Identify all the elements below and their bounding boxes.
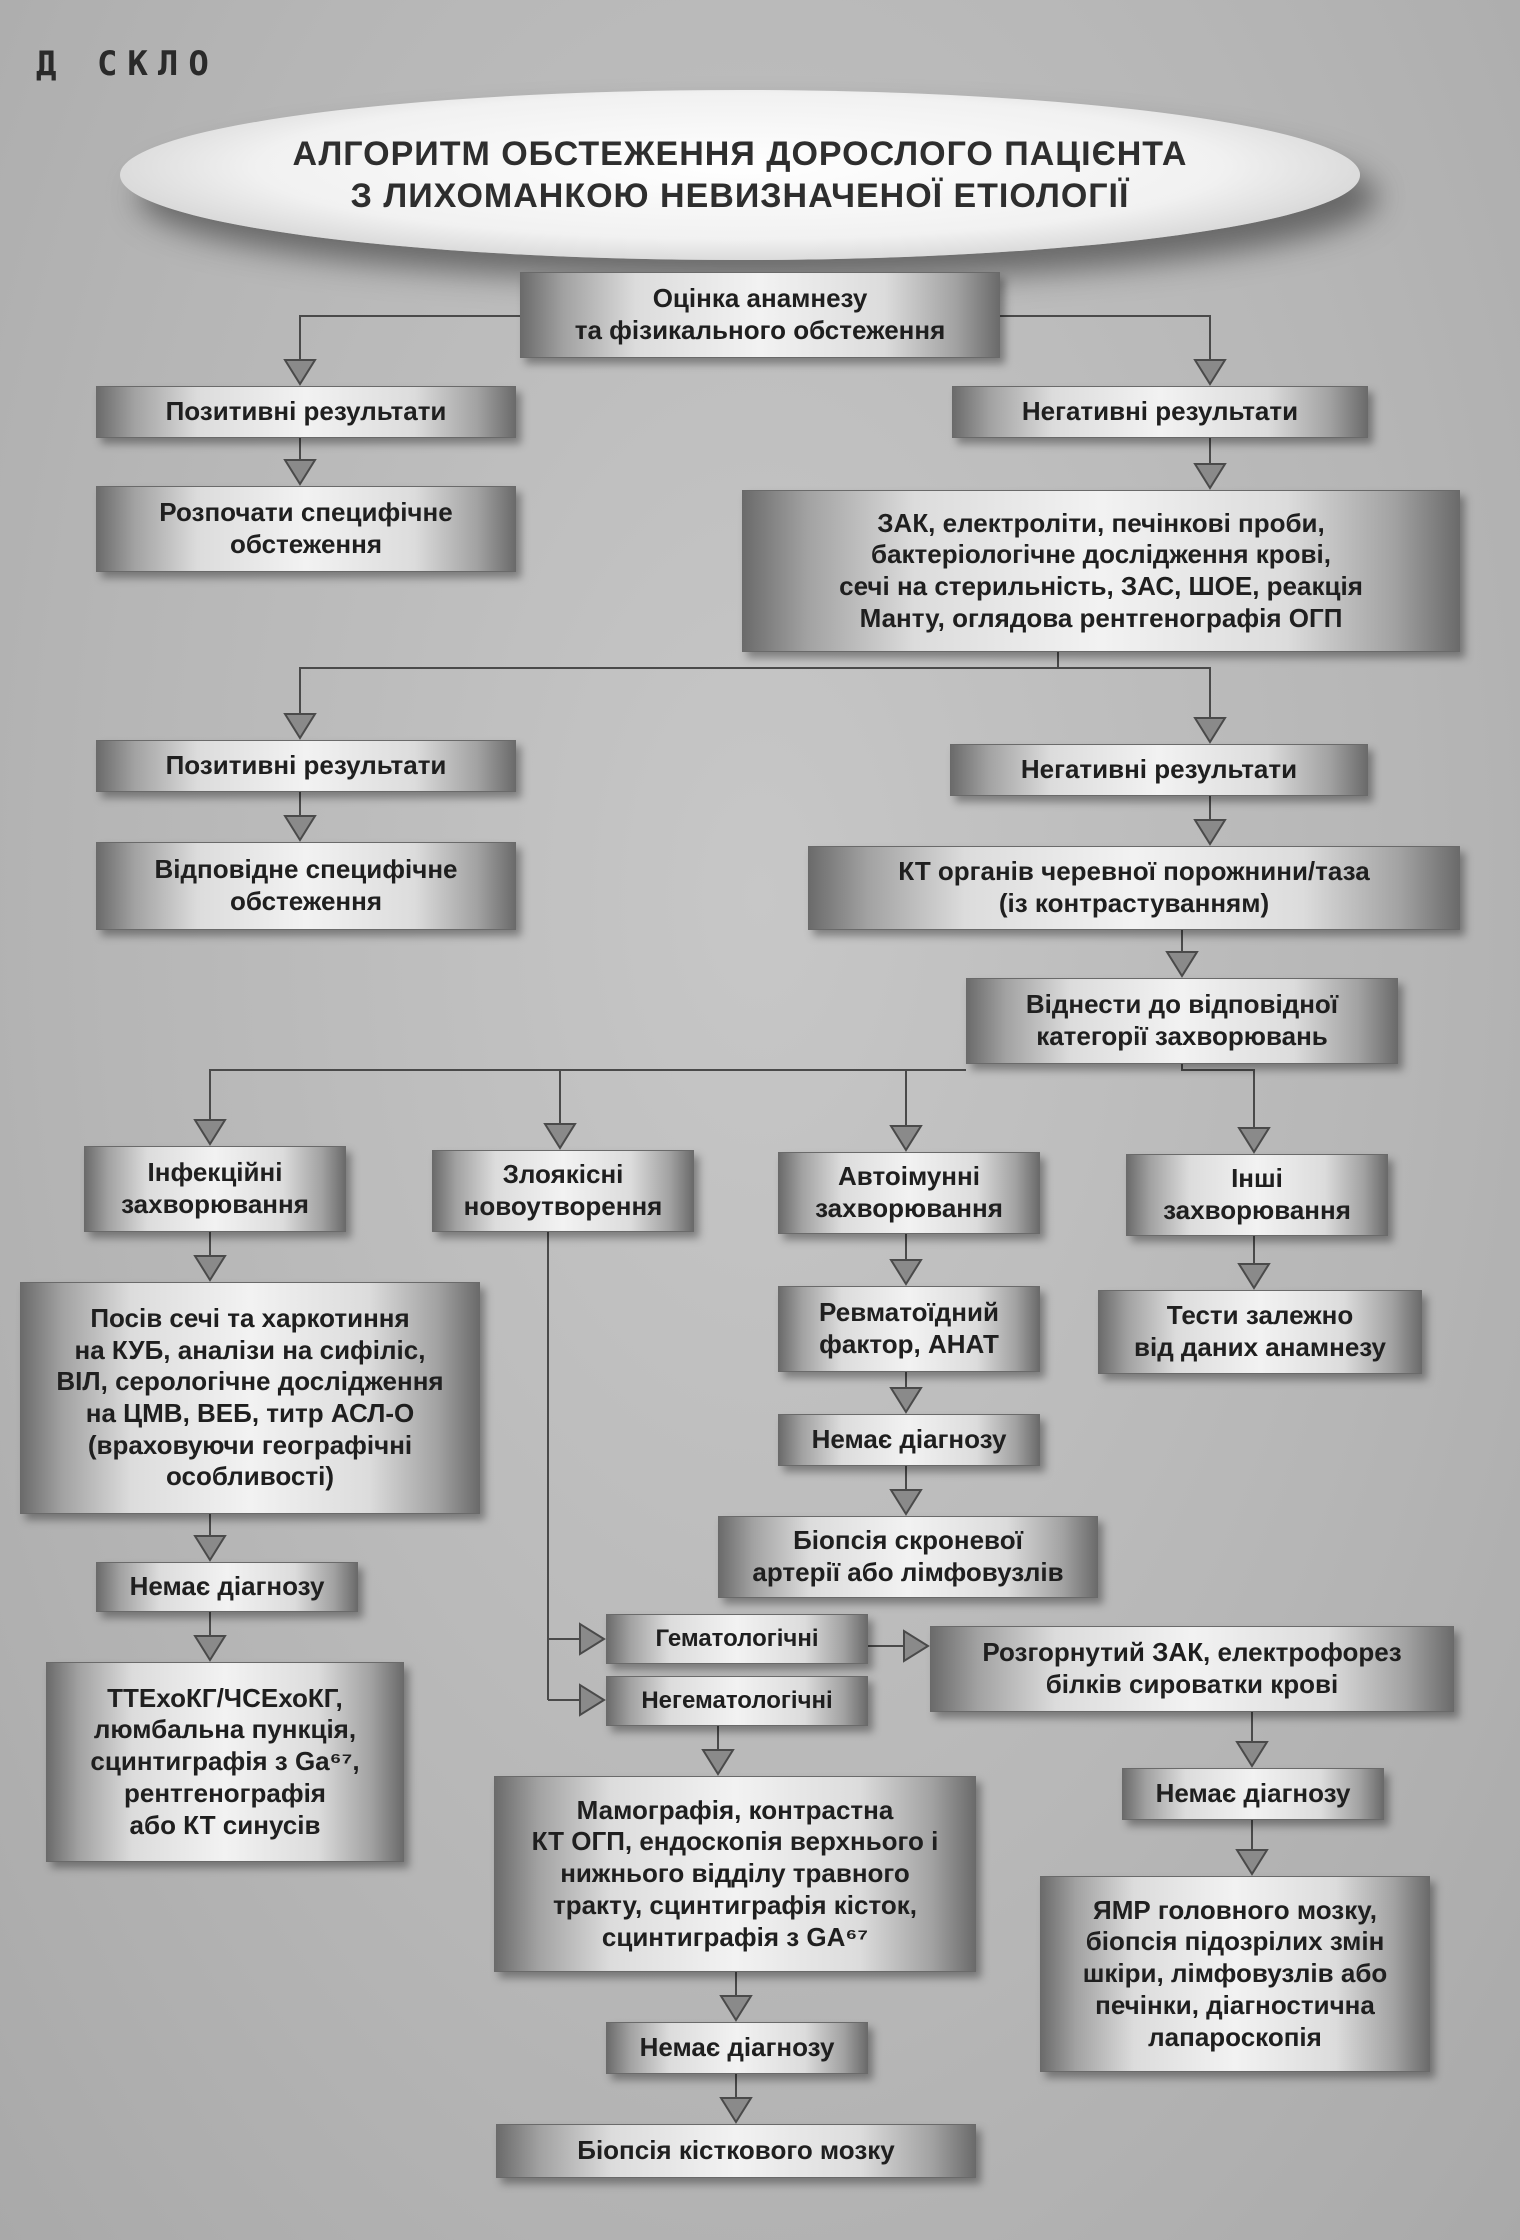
node-no-diagnosis-oncologic: Немає діагнозу <box>606 2022 868 2074</box>
arrowhead-10 <box>283 713 317 740</box>
header-label: Д СКЛО <box>36 44 219 84</box>
node-bone-marrow-biopsy: Біопсія кісткового мозку <box>496 2124 976 2178</box>
node-negative-results-1: Негативні результати <box>952 386 1368 438</box>
node-temporal-artery-biopsy: Біопсія скроневої артерії або лімфовузлі… <box>718 1516 1098 1598</box>
node-non-hematologic: Негематологічні <box>606 1676 868 1726</box>
arrowhead-51 <box>1235 1741 1269 1768</box>
node-positive-results-2: Позитивні результати <box>96 740 516 792</box>
node-infection-tests: Посів сечі та харкотиння на КУБ, аналізи… <box>20 1282 480 1514</box>
node-negative-results-2: Негативні результати <box>950 744 1368 796</box>
connector-line-11 <box>1058 667 1211 718</box>
arrowhead-53 <box>1235 1849 1269 1876</box>
arrowhead-18 <box>1165 951 1199 978</box>
arrowhead-26 <box>1237 1127 1271 1154</box>
arrowhead-38 <box>193 1535 227 1562</box>
arrowhead-12 <box>1193 717 1227 744</box>
node-other-tests: Тести залежно від даних анамнезу <box>1098 1290 1422 1374</box>
connector-line-25 <box>1181 1064 1255 1128</box>
arrowhead-36 <box>889 1489 923 1516</box>
arrowhead-28 <box>193 1255 227 1282</box>
arrowhead-47 <box>903 1629 930 1663</box>
connector-line-9 <box>299 652 1059 714</box>
diagram-title: АЛГОРИТМ ОБСТЕЖЕННЯ ДОРОСЛОГО ПАЦІЄНТА З… <box>292 134 1188 216</box>
arrowhead-4 <box>1193 359 1227 386</box>
arrowhead-30 <box>889 1259 923 1286</box>
arrowhead-55 <box>719 1995 753 2022</box>
node-rheumatoid-factor: Ревматоїдний фактор, АНАТ <box>778 1286 1040 1372</box>
node-no-diagnosis-hematologic: Немає діагнозу <box>1122 1768 1384 1820</box>
arrowhead-40 <box>193 1635 227 1662</box>
arrowhead-32 <box>1237 1263 1271 1290</box>
connector-line-1 <box>299 315 520 360</box>
node-autoimmune-diseases: Автоімунні захворювання <box>778 1152 1040 1234</box>
node-positive-results-1: Позитивні результати <box>96 386 516 438</box>
connector-line-19 <box>209 1069 966 1120</box>
node-start-specific-exam: Розпочати специфічне обстеження <box>96 486 516 572</box>
arrowhead-24 <box>889 1125 923 1152</box>
arrowhead-6 <box>283 459 317 486</box>
node-no-diagnosis-autoimmune: Немає діагнозу <box>778 1414 1040 1466</box>
title-oval: АЛГОРИТМ ОБСТЕЖЕННЯ ДОРОСЛОГО ПАЦІЄНТА З… <box>120 90 1360 260</box>
arrowhead-14 <box>283 815 317 842</box>
node-extended-cbc: Розгорнутий ЗАК, електрофорез білків сир… <box>930 1626 1454 1712</box>
node-infectious-diseases: Інфекційні захворювання <box>84 1146 346 1232</box>
node-abdominal-ct: КТ органів черевної порожнини/таза (із к… <box>808 846 1460 930</box>
node-mammography: Мамографія, контрастна КТ ОГП, ендоскопі… <box>494 1776 976 1972</box>
arrowhead-8 <box>1193 463 1227 490</box>
arrowhead-45 <box>579 1683 606 1717</box>
arrowhead-34 <box>889 1387 923 1414</box>
node-hematologic: Гематологічні <box>606 1614 868 1664</box>
node-other-diseases: Інші захворювання <box>1126 1154 1388 1236</box>
arrowhead-16 <box>1193 819 1227 846</box>
node-no-diagnosis-infectious: Немає діагнозу <box>96 1562 358 1612</box>
node-malignant-neoplasms: Злоякісні новоутворення <box>432 1150 694 1232</box>
arrowhead-43 <box>579 1622 606 1656</box>
arrowhead-22 <box>543 1123 577 1150</box>
connector-line-3 <box>1000 315 1211 360</box>
node-specific-exam-2: Відповідне специфічне обстеження <box>96 842 516 930</box>
arrowhead-49 <box>701 1749 735 1776</box>
node-categorize: Віднести до відповідної категорії захвор… <box>966 978 1398 1064</box>
arrowhead-2 <box>283 359 317 386</box>
arrowhead-57 <box>719 2097 753 2124</box>
node-brain-mri: ЯМР головного мозку, біопсія підозрілих … <box>1040 1876 1430 2072</box>
node-lab-tests: ЗАК, електроліти, печінкові проби, бакте… <box>742 490 1460 652</box>
node-echocardiography: ТТЕхоКГ/ЧСЕхоКГ, люмбальна пункція, сцин… <box>46 1662 404 1862</box>
arrowhead-20 <box>193 1119 227 1146</box>
node-anamnesis: Оцінка анамнезу та фізикального обстежен… <box>520 272 1000 358</box>
